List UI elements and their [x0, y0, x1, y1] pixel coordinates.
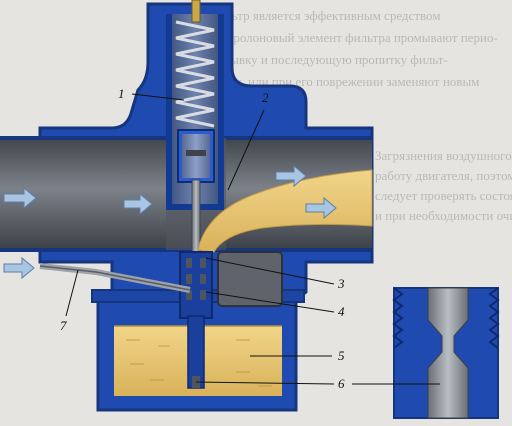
return-spring	[175, 20, 215, 128]
callout-label-2: 2	[262, 90, 269, 105]
callout-labels: 1 2 3 4 5 6 7	[60, 86, 345, 391]
background-text-line: работу двигателя, поэтому при каждом ТО	[375, 168, 512, 183]
callout-label-1: 1	[118, 86, 125, 101]
fuel-spray	[197, 169, 373, 253]
callout-label-4: 4	[338, 304, 345, 319]
jet-detail-inset	[392, 287, 500, 419]
background-text-line: Загрязнения воздушного фильтра ухудшают	[375, 148, 512, 163]
callout-label-5: 5	[338, 348, 345, 363]
background-text-line: и при необходимости очищать его.	[375, 208, 512, 223]
arrow-icon	[275, 164, 307, 188]
arrow-icon	[305, 196, 337, 220]
throttle-cable	[191, 0, 201, 23]
arrow-icon	[3, 186, 37, 210]
throttle-slide	[177, 129, 215, 183]
leader-lines	[65, 93, 440, 385]
arrow-icon	[3, 256, 35, 280]
callout-label-6: 6	[338, 376, 345, 391]
callout-label-3: 3	[337, 276, 345, 291]
float	[217, 251, 283, 307]
atomizer-block	[179, 251, 213, 319]
background-text-line: следует проверять состояние элемента	[375, 188, 512, 203]
background-text-line: концом ТО. Поролоновый элемент фильтра п…	[150, 30, 498, 45]
airflow-arrows	[3, 164, 337, 280]
arrow-icon	[123, 192, 153, 216]
background-text-line: фильтр является эффективным средством	[210, 8, 441, 23]
callout-label-7: 7	[60, 318, 67, 333]
